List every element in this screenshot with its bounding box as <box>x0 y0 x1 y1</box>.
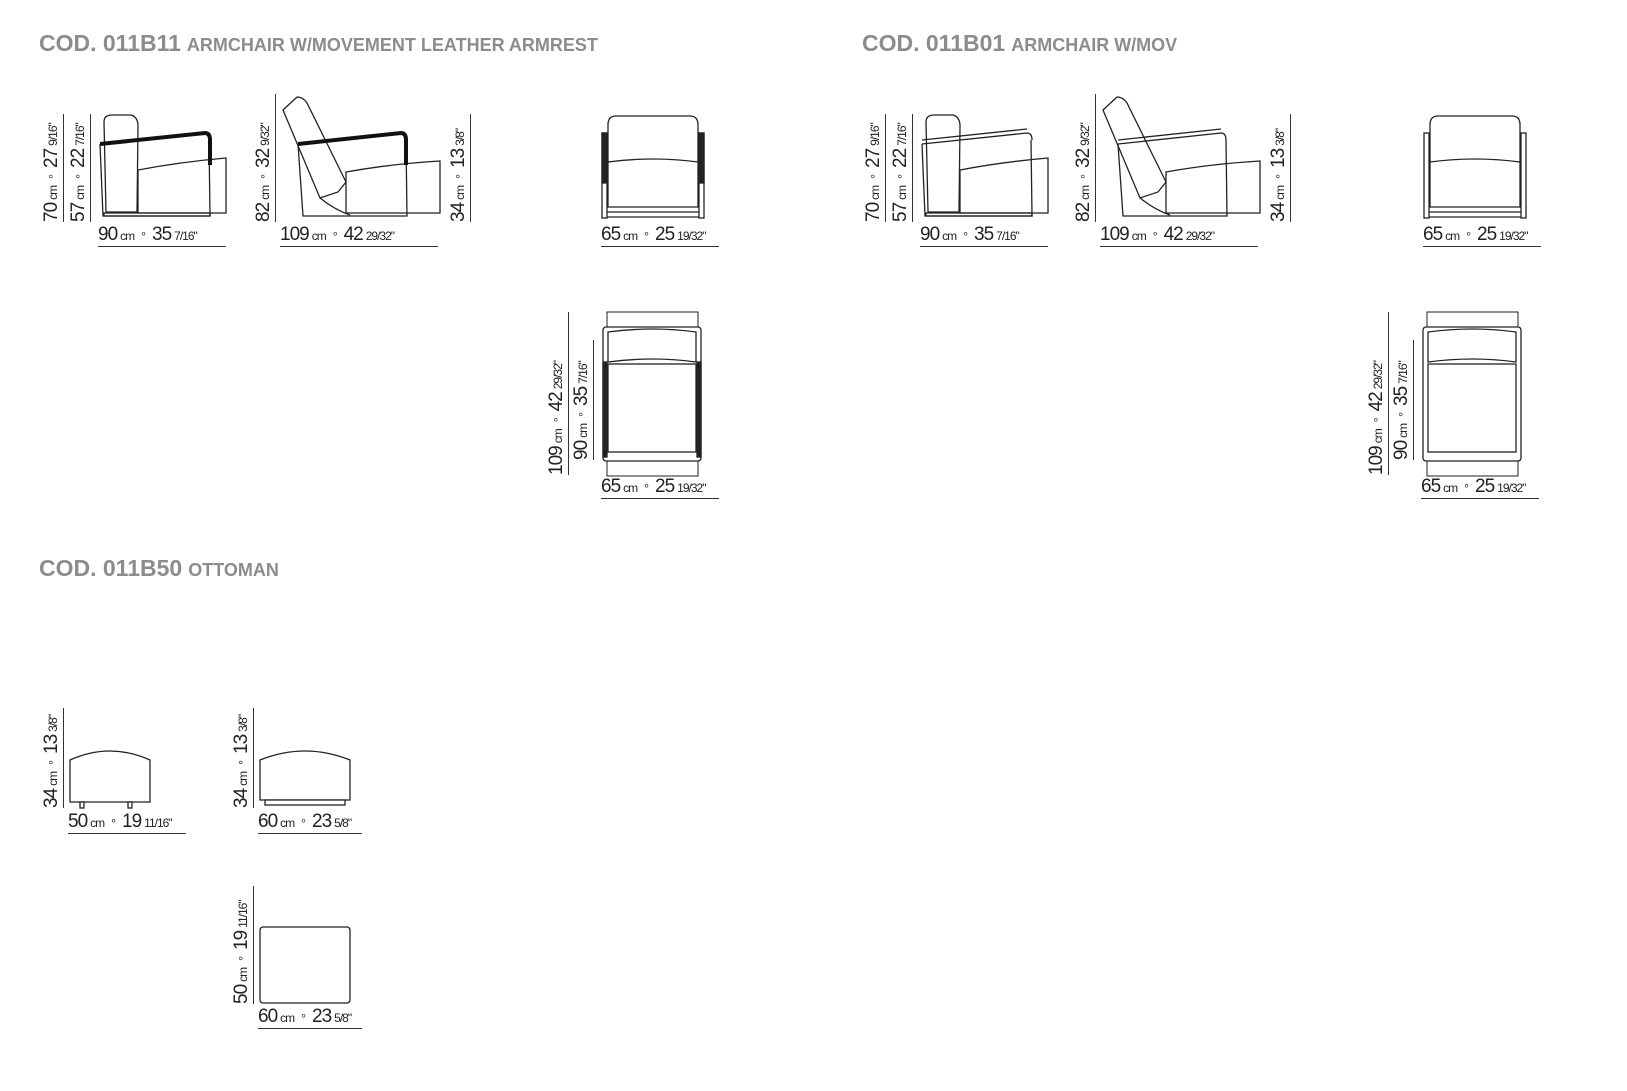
dimension-seat-height: 57cm∘227/16" <box>889 114 913 222</box>
product-code: COD. 011B50 <box>39 555 183 581</box>
ottoman-top-view <box>259 926 351 1004</box>
dimension-height: 34cm∘133/8" <box>40 708 64 808</box>
dimension-reclined-height: 82cm∘329/32" <box>252 94 276 222</box>
armchair-011b01-front-view <box>1423 115 1527 219</box>
dimension-depth: 50cm∘1911/16" <box>230 886 254 1004</box>
dimension-reclined-height: 82cm∘329/32" <box>1072 94 1096 222</box>
armchair-011b11-reclined-view <box>282 96 441 217</box>
dimension-height: 70cm∘279/16" <box>40 114 64 222</box>
product-title: OTTOMAN <box>188 560 279 580</box>
dimension-height: 34cm∘133/8" <box>230 708 254 808</box>
dimension-seat-height: 34cm∘133/8" <box>447 114 471 222</box>
product-title: ARMCHAIR W/MOV <box>1011 35 1178 55</box>
armchair-011b11-front-view <box>601 115 705 219</box>
armchair-011b11-top-view <box>602 311 702 477</box>
dimension-reclined-depth: 109cm∘4229/32" <box>1365 312 1389 475</box>
armchair-011b01-reclined-view <box>1102 96 1261 217</box>
dimension-reclined-depth: 109cm∘4229/32" <box>545 312 569 475</box>
armchair-011b11-side-view <box>99 114 227 217</box>
armchair-011b01-side-view <box>921 114 1049 217</box>
ottoman-side-view-legs <box>69 750 151 809</box>
dimension-seat-height: 34cm∘133/8" <box>1267 114 1291 222</box>
product-code: COD. 011B11 <box>39 30 181 56</box>
dimension-depth: 90cm∘357/16" <box>570 340 594 460</box>
dimension-depth: 90cm∘357/16" <box>1390 340 1414 460</box>
dimension-height: 70cm∘279/16" <box>862 114 886 222</box>
armchair-011b01-top-view <box>1422 311 1522 477</box>
product-title: ARMCHAIR W/MOVEMENT LEATHER ARMREST <box>186 35 598 55</box>
ottoman-side-view-base <box>259 750 351 806</box>
product-code: COD. 011B01 <box>862 30 1006 56</box>
dimension-seat-height: 57cm∘227/16" <box>67 114 91 222</box>
